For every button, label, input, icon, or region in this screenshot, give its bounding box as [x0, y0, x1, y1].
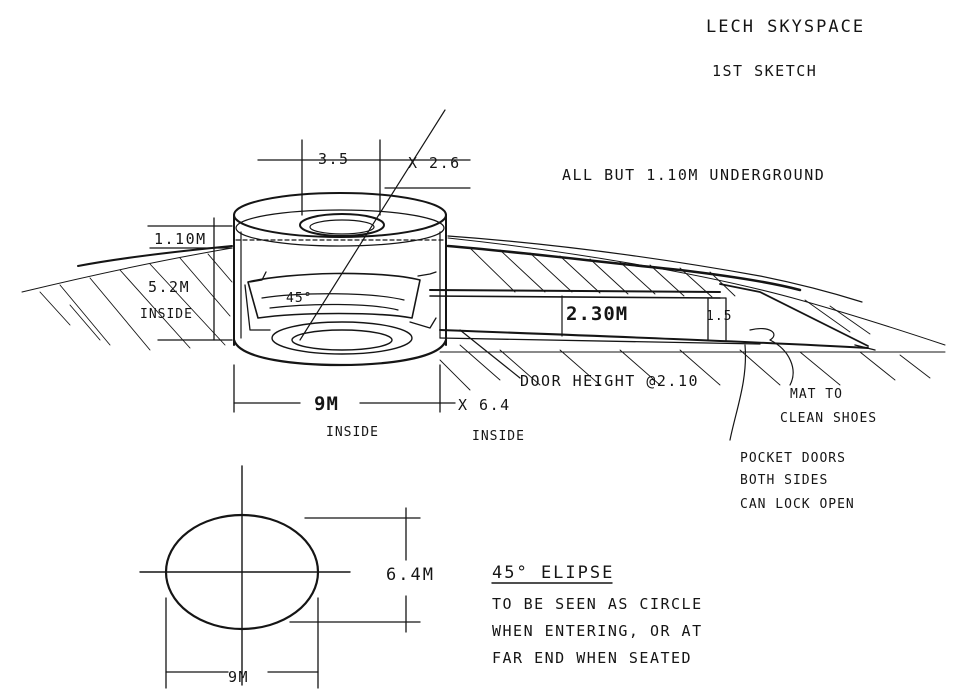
angle-label: 45°: [286, 291, 312, 306]
above-ground-label: 1.10m: [154, 230, 207, 248]
width-note: inside: [326, 425, 379, 440]
ellipse-desc-line-2: when entering, or at: [492, 622, 703, 640]
pocket-doors-line-3: can lock open: [740, 497, 855, 512]
inside-height-label: 5.2m: [148, 278, 190, 296]
width-label: 9m: [314, 393, 339, 415]
pocket-height-label: 1.5: [706, 309, 732, 324]
inside-height-note: inside: [140, 307, 193, 322]
door-height-note: Door height @2.10: [520, 372, 699, 390]
corridor-height-label: 2.30m: [566, 303, 628, 325]
ellipse-title: 45° Elipse: [492, 563, 614, 583]
ellipse-desc-line-3: far end when seated: [492, 649, 692, 667]
skyspace-cylinder: [232, 109, 448, 367]
opening-depth-label: x 2.6: [408, 154, 461, 172]
title-line-1: Lech Skyspace: [706, 17, 865, 37]
depth-label: x 6.4: [458, 396, 511, 414]
pocket-doors-line-2: both sides: [740, 473, 828, 488]
ellipse-width-label: 9m: [228, 668, 249, 686]
title-block: Lech Skyspace 1st Sketch: [706, 17, 865, 80]
entry-corridor: [429, 289, 869, 349]
ground-section: [21, 235, 946, 391]
underground-note: All but 1.10m underground: [562, 166, 825, 184]
ellipse-plan: [139, 465, 613, 689]
mat-note-line-1: Mat to: [790, 387, 843, 402]
depth-note: inside: [472, 429, 525, 444]
ellipse-height-label: 6.4m: [386, 565, 435, 585]
ellipse-desc-line-1: To be seen as circle: [492, 595, 703, 613]
title-line-2: 1st Sketch: [712, 62, 817, 80]
annotations: All but 1.10m underground 3.5 x 2.6 1.10…: [140, 150, 877, 686]
opening-width-label: 3.5: [318, 150, 350, 168]
pocket-doors-line-1: Pocket doors: [740, 451, 846, 466]
dimension-lines: [147, 139, 794, 441]
mat-note-line-2: clean shoes: [780, 411, 877, 426]
